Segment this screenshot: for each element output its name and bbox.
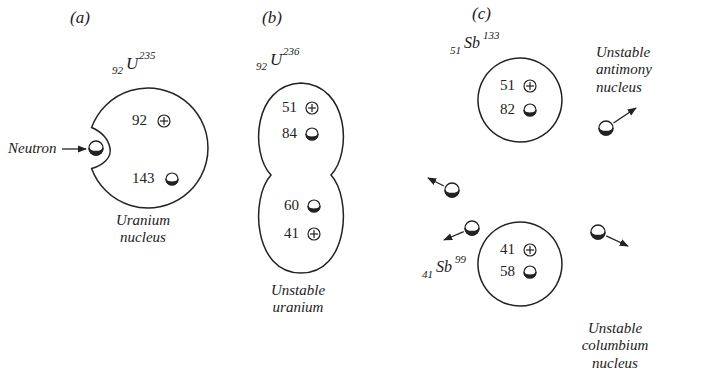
panel-label: (b) [262,8,282,28]
proton-symbol [308,228,320,240]
neutron-arrow [444,232,464,240]
neutron-symbol [524,266,536,278]
particle-count: 60 [284,197,299,214]
panel-label: (a) [70,8,90,28]
caption: Unstable columbium nucleus [572,320,658,372]
free-neutron [599,121,613,135]
uranium-nucleus: 92143Uranium nucleus [88,88,208,208]
atomic-number: 51 [450,44,461,57]
neutron-arrow [428,178,444,186]
neutron-arrow [62,148,86,149]
neutron-arrow [606,236,628,246]
columbium-nucleus: 4158Unstable columbium nucleus [478,222,562,306]
element-symbol: U [270,50,282,70]
nucleus-outline [478,222,562,306]
caption: Unstable antimony nucleus [596,44,674,96]
neutron-symbol [524,104,536,116]
atomic-number: 92 [112,64,123,77]
free-neutron [591,225,605,239]
caption: Unstable uranium [262,282,334,317]
atomic-number: 41 [422,268,433,281]
particle-count: 82 [500,101,515,118]
mass-number: 235 [139,49,156,62]
element-symbol: Sb [436,258,452,276]
particle-count: 41 [500,241,515,258]
neutron-symbol [306,128,318,140]
nucleus-outline [255,83,347,273]
atomic-number: 92 [256,60,267,73]
neutron-symbol [89,141,103,155]
neutron-symbol [308,200,320,212]
particle-count: 92 [132,112,147,129]
neutron-label: Neutron [8,140,57,157]
panel-label: (c) [472,4,491,24]
proton-symbol [524,244,536,256]
particle-count: 58 [500,263,515,280]
antimony-nucleus: 5182Unstable antimony nucleus [478,58,562,142]
nucleus-outline [88,88,208,208]
particle-count: 143 [132,170,155,187]
element-symbol: U [126,54,138,74]
unstable-uranium-nucleus: 51846041Unstable uranium [255,83,347,273]
mass-number: 99 [455,253,466,266]
particle-count: 51 [500,77,515,94]
proton-symbol [158,115,170,127]
particle-count: 84 [282,125,297,142]
particle-count: 41 [284,225,299,242]
mass-number: 133 [483,29,500,42]
particle-count: 51 [282,99,297,116]
proton-symbol [524,80,536,92]
neutron-arrow [613,108,636,123]
caption: Uranium nucleus [110,212,176,247]
neutron-symbol [166,173,178,185]
nucleus-outline [478,58,562,142]
free-neutron [465,221,479,235]
mass-number: 236 [283,45,300,58]
free-neutron [445,183,459,197]
proton-symbol [306,102,318,114]
element-symbol: Sb [464,34,480,52]
